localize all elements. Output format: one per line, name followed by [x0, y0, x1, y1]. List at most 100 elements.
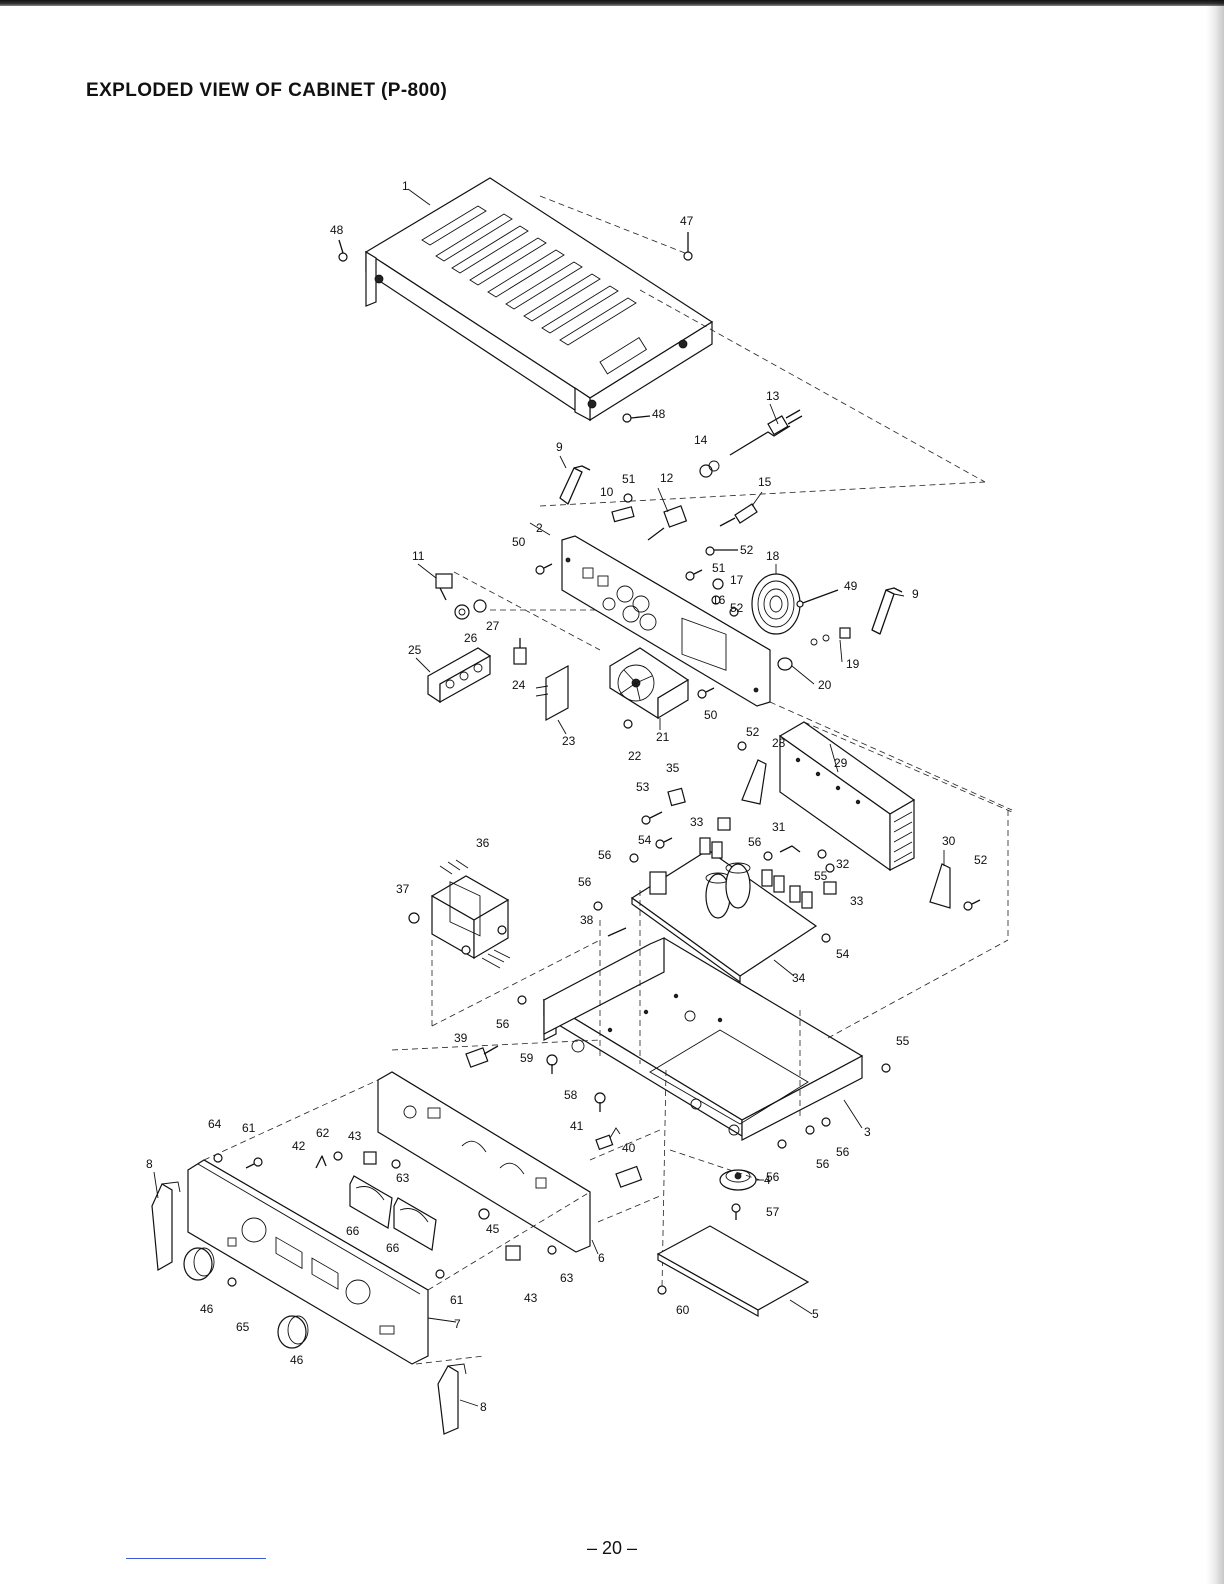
screw-48-right	[623, 414, 650, 422]
screw-50-bottom	[698, 688, 714, 698]
screw-49	[797, 590, 838, 607]
callout-5: 5	[812, 1307, 819, 1321]
callout-30: 30	[942, 834, 956, 848]
screw-57	[732, 1204, 740, 1220]
screw-65	[228, 1278, 236, 1286]
callout-12: 12	[660, 471, 674, 485]
screw-51-top	[624, 494, 632, 502]
clamp-17	[713, 579, 723, 589]
callout-63-b: 63	[560, 1271, 574, 1285]
strain-relief-14	[700, 461, 719, 477]
screw-52-d	[964, 900, 980, 910]
bushing-20	[778, 658, 792, 670]
washer-27	[474, 600, 486, 612]
part-32	[818, 850, 826, 858]
screw-56-e	[778, 1140, 786, 1148]
knob-46-right	[278, 1316, 308, 1348]
screw-56-a	[764, 852, 772, 860]
callout-17: 17	[730, 573, 744, 587]
insulator-33b	[824, 882, 836, 894]
callout-8-right: 8	[480, 1400, 487, 1414]
callout-46-left: 46	[200, 1302, 214, 1316]
callout-50-left: 50	[512, 535, 526, 549]
washer-45	[479, 1209, 489, 1219]
callout-7: 7	[454, 1317, 461, 1331]
callout-51-mid: 51	[712, 561, 726, 575]
top-cover	[366, 178, 712, 420]
nut-37	[409, 913, 419, 923]
screw-51-mid	[686, 570, 702, 580]
knob-46-left	[184, 1248, 214, 1280]
bracket-28	[742, 760, 766, 804]
callout-9-left: 9	[556, 440, 563, 454]
callout-40: 40	[622, 1141, 636, 1155]
handle-9-left	[560, 466, 590, 504]
screw-56-b	[630, 854, 638, 862]
callout-61-bottom: 61	[450, 1293, 464, 1307]
callout-16: 16	[712, 593, 726, 607]
callout-52-a: 52	[740, 543, 754, 557]
callout-33-a: 33	[690, 815, 704, 829]
callout-62: 62	[316, 1126, 330, 1140]
callout-53: 53	[636, 780, 650, 794]
screw-63-a	[392, 1160, 400, 1168]
screw-56-c	[594, 902, 602, 910]
callout-56-f: 56	[816, 1157, 830, 1171]
callout-60: 60	[676, 1303, 690, 1317]
screw-58	[595, 1093, 605, 1112]
callout-18: 18	[766, 549, 780, 563]
callout-56-g: 56	[766, 1170, 780, 1184]
callout-28: 28	[772, 736, 786, 750]
callout-20: 20	[818, 678, 832, 692]
screw-56-f	[822, 1118, 830, 1126]
callout-31: 31	[772, 820, 786, 834]
screw-56-d	[518, 996, 526, 1004]
callout-64: 64	[208, 1117, 222, 1131]
connector-19	[811, 628, 850, 645]
screw-56-g	[806, 1126, 814, 1134]
callout-36: 36	[476, 836, 490, 850]
footer-rule	[126, 1558, 266, 1559]
callout-29: 29	[834, 756, 848, 770]
callout-9-right: 9	[912, 587, 919, 601]
callout-42: 42	[292, 1139, 306, 1153]
switch-24	[514, 638, 526, 664]
screw-52-c	[738, 742, 746, 750]
callout-11: 11	[412, 549, 425, 563]
callout-3: 3	[864, 1125, 871, 1139]
callout-43-bottom: 43	[524, 1291, 538, 1305]
callout-61-top: 61	[242, 1121, 256, 1135]
screw-60	[658, 1286, 666, 1294]
callout-43-top: 43	[348, 1129, 362, 1143]
screw-50-left	[536, 564, 552, 574]
callout-24: 24	[512, 678, 526, 692]
transistor-35	[668, 788, 685, 805]
speaker-terminal-25	[428, 648, 490, 702]
switch-40	[616, 1166, 641, 1187]
callout-48-right: 48	[652, 407, 666, 421]
knob-26	[455, 605, 469, 619]
screw-54-b	[822, 934, 830, 942]
callout-55-a: 55	[814, 869, 828, 883]
potentiometer-39	[466, 1046, 498, 1067]
callout-56-a: 56	[748, 835, 762, 849]
callout-39: 39	[454, 1031, 468, 1045]
callout-56-e: 56	[836, 1145, 850, 1159]
callout-56-b: 56	[598, 848, 612, 862]
callout-52-c: 52	[746, 725, 760, 739]
transformer-36	[432, 860, 510, 968]
callout-49: 49	[844, 579, 858, 593]
callout-46-right: 46	[290, 1353, 304, 1367]
screw-55-b	[882, 1064, 890, 1072]
callout-26: 26	[464, 631, 478, 645]
handle-8-left	[152, 1182, 180, 1270]
part-41	[596, 1128, 620, 1149]
callout-51-top: 51	[622, 472, 636, 486]
callout-50-bottom: 50	[704, 708, 718, 722]
callout-54-a: 54	[638, 833, 652, 847]
screw-63-b	[548, 1246, 556, 1254]
meter-66-left	[350, 1176, 392, 1228]
part-42	[316, 1156, 326, 1168]
screw-48-left	[339, 240, 347, 261]
